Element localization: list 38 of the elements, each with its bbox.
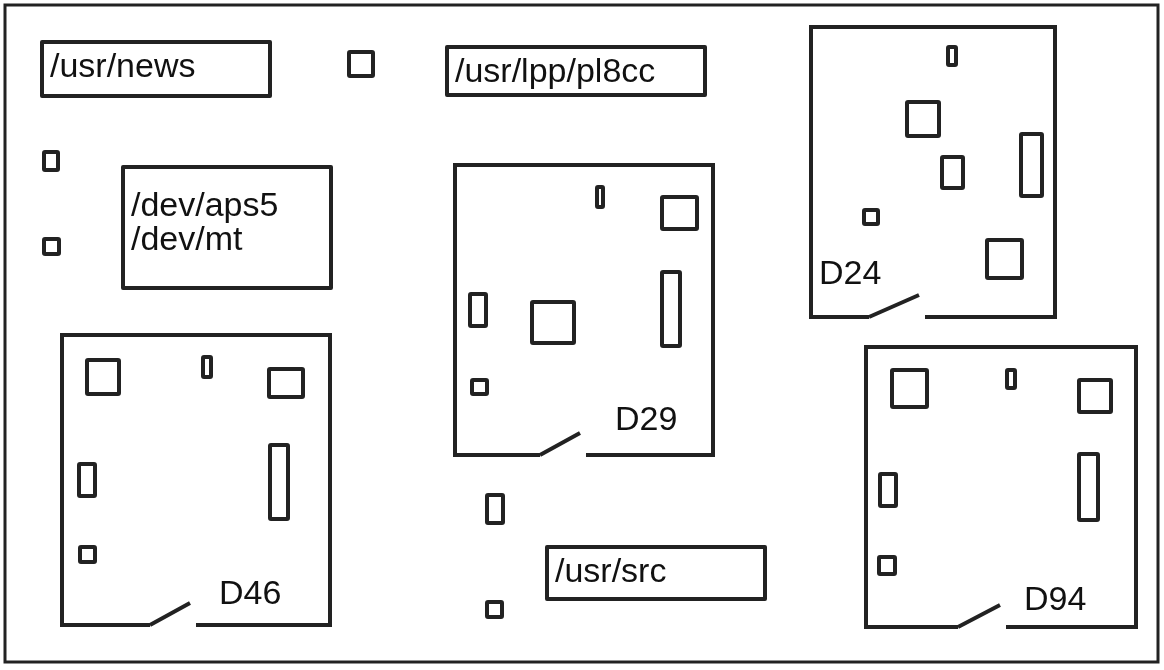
label-box: /usr/src (545, 545, 767, 601)
room-label: D29 (615, 401, 678, 435)
small-box (946, 45, 958, 67)
small-box (940, 155, 965, 190)
small-box (468, 292, 488, 328)
small-box (595, 185, 605, 209)
small-box (878, 472, 898, 508)
small-box (42, 237, 61, 256)
path-text: /dev/aps5 (131, 187, 280, 221)
small-box (1005, 368, 1017, 390)
small-box (1019, 132, 1044, 198)
room-label: D24 (819, 255, 882, 289)
room-label: D46 (219, 575, 282, 609)
label-box (121, 165, 333, 290)
label-box: /usr/news (40, 40, 272, 98)
small-box (470, 378, 489, 396)
small-box (1077, 378, 1113, 414)
small-box (42, 150, 60, 172)
small-box (201, 355, 213, 379)
small-box (347, 50, 375, 78)
small-box (862, 208, 880, 226)
small-box (77, 462, 97, 498)
small-box (985, 238, 1024, 280)
label-box: /usr/lpp/pl8cc (445, 45, 707, 97)
small-box (890, 368, 929, 409)
small-box (485, 493, 505, 525)
small-box (660, 195, 699, 231)
small-box (78, 545, 97, 564)
small-box (530, 300, 576, 345)
small-box (267, 367, 305, 399)
small-box (660, 270, 682, 348)
small-box (268, 443, 290, 521)
room-label: D94 (1024, 581, 1087, 615)
small-box (485, 600, 504, 619)
small-box (877, 555, 897, 576)
small-box (905, 100, 941, 138)
small-box (85, 358, 121, 396)
small-box (1077, 452, 1100, 522)
